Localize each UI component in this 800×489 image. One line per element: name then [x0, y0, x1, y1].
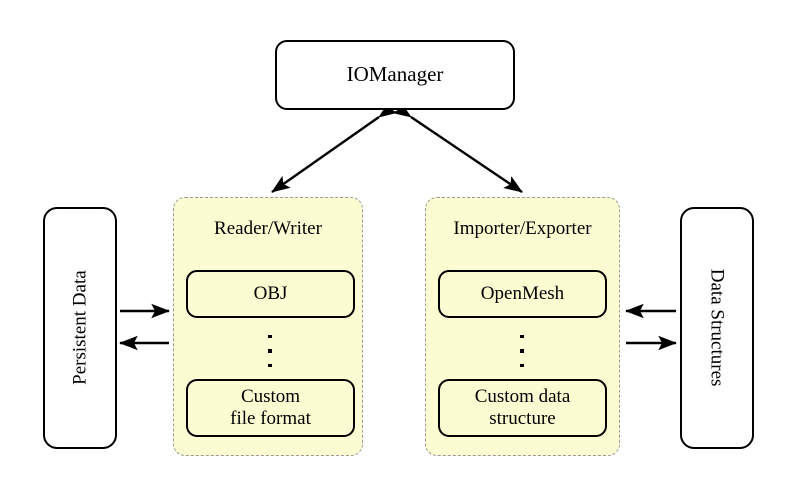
node-custom-data-structure-line1: Custom data: [474, 385, 571, 407]
node-openmesh: OpenMesh: [438, 270, 607, 318]
node-obj-label: OBJ: [253, 283, 288, 305]
node-obj: OBJ: [186, 270, 355, 318]
io-manager-label: IOManager: [346, 62, 444, 87]
arrow-manager-reader-writer: [271, 100, 398, 193]
node-custom-file-format-line2: file format: [230, 408, 311, 429]
ellipsis-importer-exporter: [515, 335, 529, 367]
node-custom-data-structure: Custom data structure: [438, 379, 607, 437]
node-custom-data-structure-line2: structure: [489, 408, 556, 429]
ellipsis-dot: [268, 363, 272, 367]
ellipsis-dot: [520, 363, 524, 367]
io-manager-node: IOManager: [275, 40, 515, 110]
ellipsis-dot: [520, 335, 524, 339]
ellipsis-dot: [520, 349, 524, 353]
persistent-data-node: Persistent Data: [43, 207, 117, 449]
data-structures-label: Data Structures: [706, 269, 728, 387]
ellipsis-dot: [268, 349, 272, 353]
ellipsis-reader-writer: [263, 335, 277, 367]
node-openmesh-label: OpenMesh: [480, 283, 565, 305]
panel-reader-writer-title: Reader/Writer: [214, 218, 322, 239]
node-custom-file-format-line1: Custom: [240, 385, 301, 407]
persistent-data-label: Persistent Data: [69, 270, 91, 386]
panel-importer-exporter-title: Importer/Exporter: [453, 218, 592, 239]
node-custom-file-format: Custom file format: [186, 379, 355, 437]
data-structures-node: Data Structures: [680, 207, 754, 449]
ellipsis-dot: [268, 335, 272, 339]
arrow-manager-importer-exporter: [392, 101, 523, 193]
